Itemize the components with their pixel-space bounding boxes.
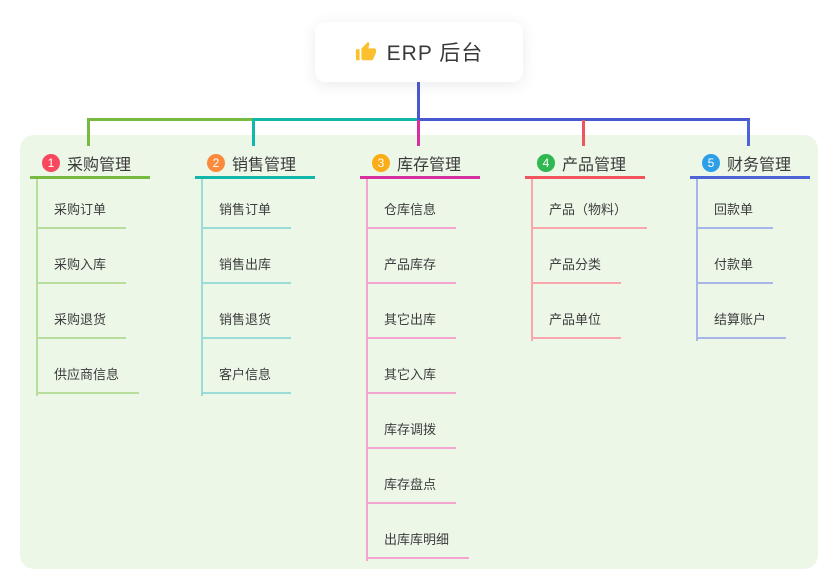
branch-node-2[interactable]: 2 销售管理 — [195, 149, 315, 179]
branch-drop-line — [582, 120, 585, 146]
top-rail-segment — [417, 118, 750, 121]
child-node-label: 产品单位 — [549, 312, 602, 327]
child-node[interactable]: 库存调拨 — [366, 421, 457, 449]
branch-node-3[interactable]: 3 库存管理 — [360, 149, 480, 179]
child-node-label: 库存调拨 — [384, 422, 437, 437]
branch-drop-line — [747, 120, 750, 146]
child-node[interactable]: 采购入库 — [36, 256, 127, 284]
root-node-label: ERP 后台 — [386, 42, 484, 65]
child-node-label: 产品（物料） — [549, 202, 628, 217]
child-node-label: 供应商信息 — [54, 367, 120, 382]
child-node-label: 其它出库 — [384, 312, 437, 327]
branch-drop-line — [87, 120, 90, 146]
branch-number-badge: 3 — [372, 153, 390, 172]
child-node[interactable]: 结算账户 — [696, 311, 787, 339]
child-node-label: 结算账户 — [714, 312, 767, 327]
child-node-label: 采购订单 — [54, 202, 107, 217]
child-node[interactable]: 产品（物料） — [531, 201, 648, 229]
branch-node-label: 销售管理 — [232, 156, 297, 174]
branch-node-label: 财务管理 — [727, 156, 792, 174]
child-node-label: 库存盘点 — [384, 477, 437, 492]
child-node[interactable]: 回款单 — [696, 201, 774, 229]
branch-number-badge: 2 — [207, 153, 225, 172]
child-node-label: 采购退货 — [54, 312, 107, 327]
branch-node-label: 库存管理 — [397, 156, 462, 174]
child-node[interactable]: 仓库信息 — [366, 201, 457, 229]
branch-number-badge: 4 — [537, 153, 555, 172]
child-node[interactable]: 销售退货 — [201, 311, 292, 339]
child-node[interactable]: 采购退货 — [36, 311, 127, 339]
branch-node-label: 产品管理 — [562, 156, 627, 174]
child-node-label: 出库库明细 — [384, 532, 450, 547]
branch-number-badge: 1 — [42, 153, 60, 172]
child-node[interactable]: 产品分类 — [531, 256, 622, 284]
child-node-label: 其它入库 — [384, 367, 437, 382]
child-node[interactable]: 采购订单 — [36, 201, 127, 229]
child-node[interactable]: 产品单位 — [531, 311, 622, 339]
child-node-label: 销售订单 — [219, 202, 272, 217]
child-node[interactable]: 其它出库 — [366, 311, 457, 339]
child-node[interactable]: 其它入库 — [366, 366, 457, 394]
branch-drop-line — [252, 120, 255, 146]
child-node-label: 产品分类 — [549, 257, 602, 272]
child-node-label: 采购入库 — [54, 257, 107, 272]
top-rail-segment — [87, 118, 252, 121]
child-node-label: 仓库信息 — [384, 202, 437, 217]
branch-child-stem — [36, 179, 38, 396]
child-node-label: 回款单 — [714, 202, 754, 217]
child-node[interactable]: 客户信息 — [201, 366, 292, 394]
branch-node-label: 采购管理 — [67, 156, 132, 174]
branch-child-stem — [696, 179, 698, 341]
branch-child-stem — [531, 179, 533, 341]
child-node-label: 产品库存 — [384, 257, 437, 272]
child-node-label: 客户信息 — [219, 367, 272, 382]
child-node[interactable]: 产品库存 — [366, 256, 457, 284]
child-node[interactable]: 销售订单 — [201, 201, 292, 229]
root-node[interactable]: ERP 后台 — [315, 22, 523, 82]
root-connector-line — [417, 82, 420, 119]
child-node[interactable]: 供应商信息 — [36, 366, 140, 394]
branch-node-5[interactable]: 5 财务管理 — [690, 149, 810, 179]
branch-number-badge: 5 — [702, 153, 720, 172]
top-rail-segment — [252, 118, 417, 121]
thumbs-up-icon — [355, 41, 376, 61]
branch-node-4[interactable]: 4 产品管理 — [525, 149, 645, 179]
child-node-label: 销售出库 — [219, 257, 272, 272]
child-node[interactable]: 付款单 — [696, 256, 774, 284]
child-node-label: 付款单 — [714, 257, 754, 272]
child-node[interactable]: 销售出库 — [201, 256, 292, 284]
branch-node-1[interactable]: 1 采购管理 — [30, 149, 150, 179]
child-node-label: 销售退货 — [219, 312, 272, 327]
branches-panel — [20, 135, 818, 569]
branch-drop-line — [417, 120, 420, 146]
branch-child-stem — [366, 179, 368, 561]
child-node[interactable]: 出库库明细 — [366, 531, 470, 559]
child-node[interactable]: 库存盘点 — [366, 476, 457, 504]
branch-child-stem — [201, 179, 203, 396]
